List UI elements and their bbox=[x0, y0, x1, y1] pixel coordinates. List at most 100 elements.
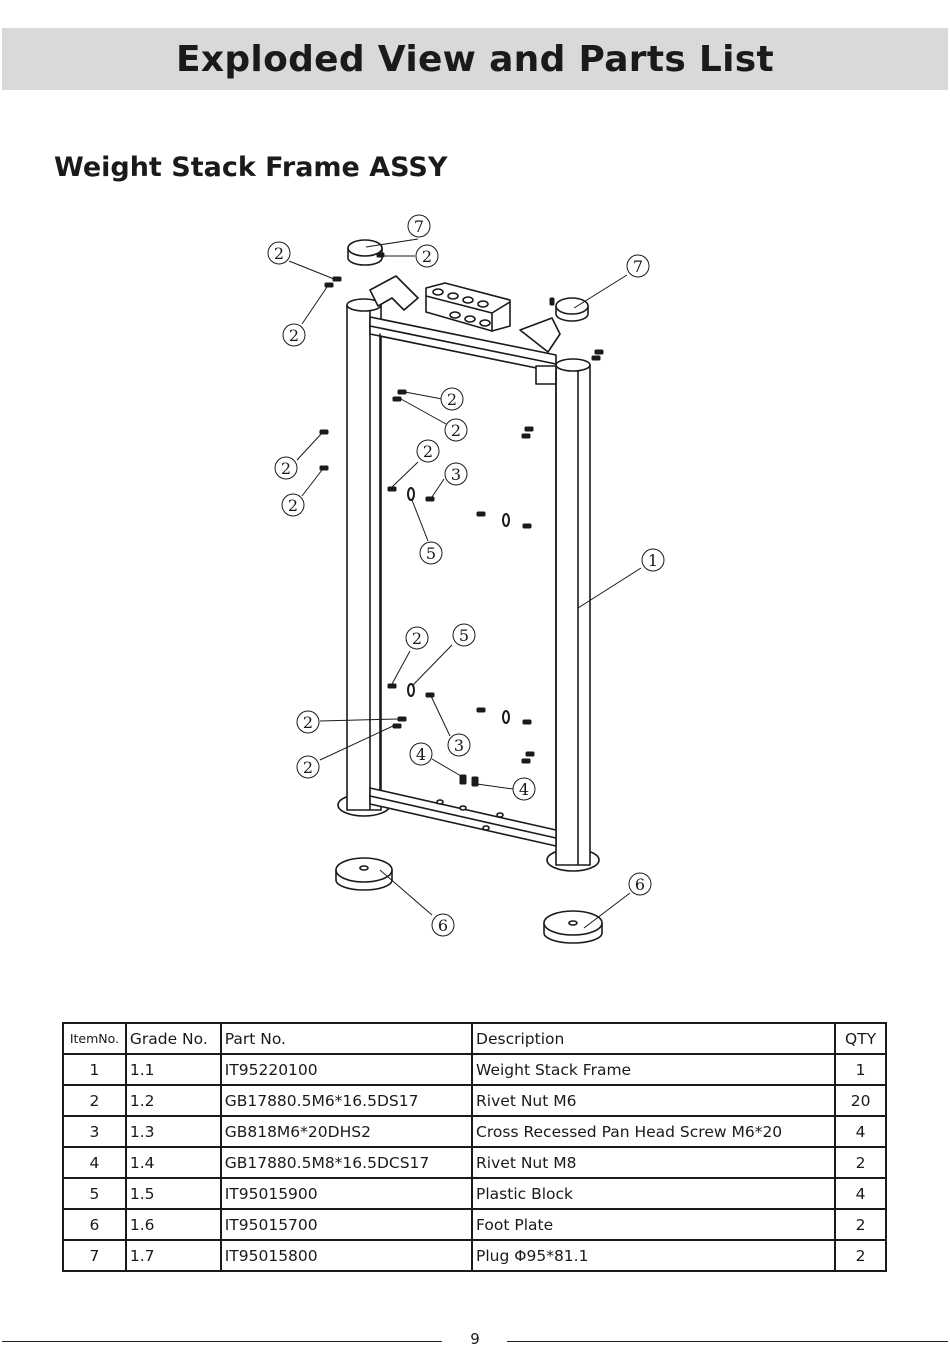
col-header-item-no: ItemNo. bbox=[62, 1022, 127, 1055]
cell-grade-no: 1.3 bbox=[124, 1115, 222, 1148]
callout-circle bbox=[415, 244, 439, 268]
callout-number: 6 bbox=[635, 875, 645, 894]
cell-part-no: IT95015700 bbox=[219, 1208, 474, 1241]
callout-number: 7 bbox=[633, 257, 643, 276]
cell-grade-no: 1.5 bbox=[124, 1177, 222, 1210]
table-row: 1 1.1 IT95220100 Weight Stack Frame 1 bbox=[62, 1053, 887, 1086]
page-header: Exploded View and Parts List bbox=[2, 28, 948, 90]
exploded-view-diagram: 7 2 2 7 2 2 2 2 2 2 3 5 1 2 5 2 2 3 4 4 … bbox=[267, 214, 665, 944]
callout-number: 2 bbox=[274, 244, 284, 263]
left-plug bbox=[347, 239, 383, 266]
left-post bbox=[337, 298, 391, 817]
left-foot-plate bbox=[335, 857, 393, 891]
callout-circle bbox=[626, 254, 650, 278]
cell-part-no: GB818M6*20DHS2 bbox=[219, 1115, 474, 1148]
cell-qty: 4 bbox=[834, 1115, 887, 1148]
callout-number: 3 bbox=[454, 736, 464, 755]
cell-qty: 2 bbox=[834, 1239, 887, 1272]
callout-number: 2 bbox=[451, 421, 461, 440]
cell-grade-no: 1.4 bbox=[124, 1146, 222, 1179]
cell-item-no: 7 bbox=[62, 1239, 127, 1272]
callout-circle bbox=[628, 872, 652, 896]
col-header-qty: QTY bbox=[834, 1022, 887, 1055]
callout-circle bbox=[409, 742, 433, 766]
cell-grade-no: 1.6 bbox=[124, 1208, 222, 1241]
callout-number: 2 bbox=[447, 390, 457, 409]
callout-number: 2 bbox=[303, 713, 313, 732]
table-row: 4 1.4 GB17880.5M8*16.5DCS17 Rivet Nut M8… bbox=[62, 1146, 887, 1179]
callout-number: 4 bbox=[519, 780, 529, 799]
callout-circle bbox=[281, 493, 305, 517]
cell-item-no: 6 bbox=[62, 1208, 127, 1241]
callout-circle bbox=[274, 456, 298, 480]
callout-circle bbox=[296, 710, 320, 734]
cell-description: Rivet Nut M6 bbox=[471, 1084, 837, 1117]
cell-qty: 4 bbox=[834, 1177, 887, 1210]
callout-circle bbox=[267, 241, 291, 265]
cell-part-no: GB17880.5M6*16.5DS17 bbox=[219, 1084, 474, 1117]
right-foot-plate bbox=[543, 910, 603, 944]
cell-grade-no: 1.2 bbox=[124, 1084, 222, 1117]
cell-description: Plastic Block bbox=[471, 1177, 837, 1210]
callout-number: 3 bbox=[451, 465, 461, 484]
callout-number: 1 bbox=[648, 551, 658, 570]
callout-number: 4 bbox=[416, 745, 426, 764]
callout-circle bbox=[405, 626, 429, 650]
cell-grade-no: 1.7 bbox=[124, 1239, 222, 1272]
table-header-row: ItemNo. Grade No. Part No. Description Q… bbox=[62, 1022, 887, 1055]
bracket bbox=[425, 282, 511, 332]
callout-number: 5 bbox=[426, 544, 436, 563]
col-header-part-no: Part No. bbox=[219, 1022, 474, 1055]
callout-circle bbox=[452, 623, 476, 647]
callout-number: 2 bbox=[423, 442, 433, 461]
section-title: Weight Stack Frame ASSY bbox=[54, 152, 448, 183]
callout-circle bbox=[416, 439, 440, 463]
top-cross-beam bbox=[369, 275, 561, 385]
callout-circle bbox=[431, 913, 455, 937]
cell-description: Weight Stack Frame bbox=[471, 1053, 837, 1086]
cell-grade-no: 1.1 bbox=[124, 1053, 222, 1086]
cell-part-no: IT95015800 bbox=[219, 1239, 474, 1272]
callout-circle bbox=[282, 323, 306, 347]
cell-part-no: IT95015900 bbox=[219, 1177, 474, 1210]
callout-circle bbox=[512, 777, 536, 801]
cell-description: Foot Plate bbox=[471, 1208, 837, 1241]
footer-divider-left bbox=[2, 1341, 442, 1342]
callout-number: 2 bbox=[288, 496, 298, 515]
cell-item-no: 3 bbox=[62, 1115, 127, 1148]
cell-qty: 2 bbox=[834, 1208, 887, 1241]
callout-circle bbox=[407, 214, 431, 238]
callout-number: 5 bbox=[459, 626, 469, 645]
callout-circle bbox=[447, 733, 471, 757]
cell-qty: 20 bbox=[834, 1084, 887, 1117]
cell-item-no: 1 bbox=[62, 1053, 127, 1086]
table-row: 7 1.7 IT95015800 Plug Φ95*81.1 2 bbox=[62, 1239, 887, 1272]
cell-item-no: 4 bbox=[62, 1146, 127, 1179]
cell-description: Rivet Nut M8 bbox=[471, 1146, 837, 1179]
callout-number: 2 bbox=[289, 326, 299, 345]
callout-circle bbox=[641, 548, 665, 572]
cell-part-no: IT95220100 bbox=[219, 1053, 474, 1086]
callout-circle bbox=[444, 462, 468, 486]
callout-number: 6 bbox=[438, 916, 448, 935]
cell-qty: 1 bbox=[834, 1053, 887, 1086]
col-header-grade-no: Grade No. bbox=[124, 1022, 222, 1055]
table-row: 6 1.6 IT95015700 Foot Plate 2 bbox=[62, 1208, 887, 1241]
callout-circle bbox=[296, 755, 320, 779]
right-plug bbox=[555, 297, 589, 322]
cell-item-no: 2 bbox=[62, 1084, 127, 1117]
parts-list-table: ItemNo. Grade No. Part No. Description Q… bbox=[62, 1022, 887, 1272]
footer-divider-right bbox=[507, 1341, 948, 1342]
callout-circle bbox=[419, 541, 443, 565]
table-row: 5 1.5 IT95015900 Plastic Block 4 bbox=[62, 1177, 887, 1210]
table-row: 2 1.2 GB17880.5M6*16.5DS17 Rivet Nut M6 … bbox=[62, 1084, 887, 1117]
cell-description: Cross Recessed Pan Head Screw M6*20 bbox=[471, 1115, 837, 1148]
callout-circle bbox=[444, 418, 468, 442]
callout-number: 2 bbox=[281, 459, 291, 478]
callout-number: 2 bbox=[412, 629, 422, 648]
cell-description: Plug Φ95*81.1 bbox=[471, 1239, 837, 1272]
page-title: Exploded View and Parts List bbox=[175, 38, 775, 80]
right-post bbox=[546, 358, 600, 872]
page-number: 9 bbox=[470, 1330, 480, 1348]
callout-number: 2 bbox=[422, 247, 432, 266]
